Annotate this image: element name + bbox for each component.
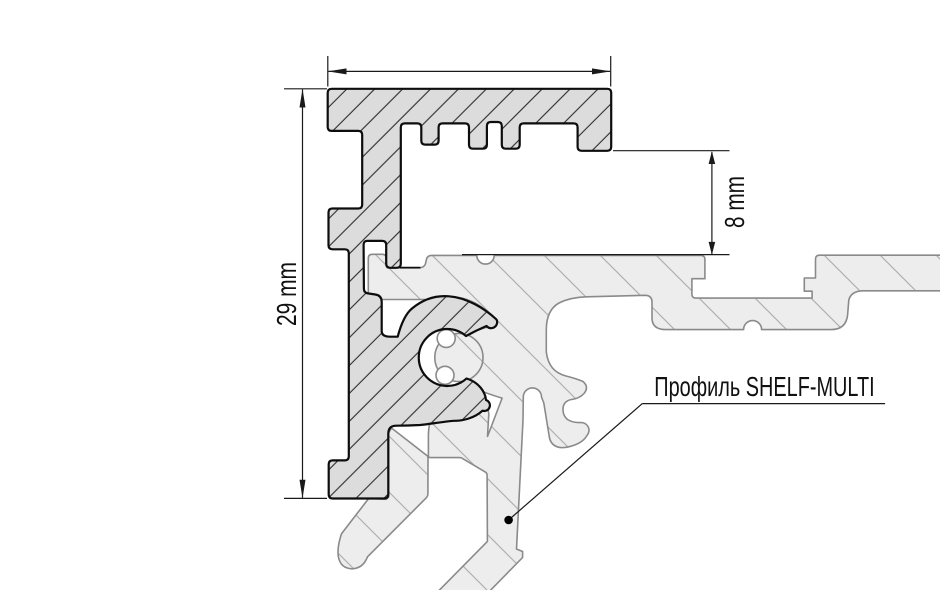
svg-text:8 mm: 8 mm bbox=[719, 176, 750, 228]
svg-text:Профиль SHELF-MULTI: Профиль SHELF-MULTI bbox=[654, 371, 874, 402]
svg-text:29 mm: 29 mm bbox=[271, 262, 302, 326]
